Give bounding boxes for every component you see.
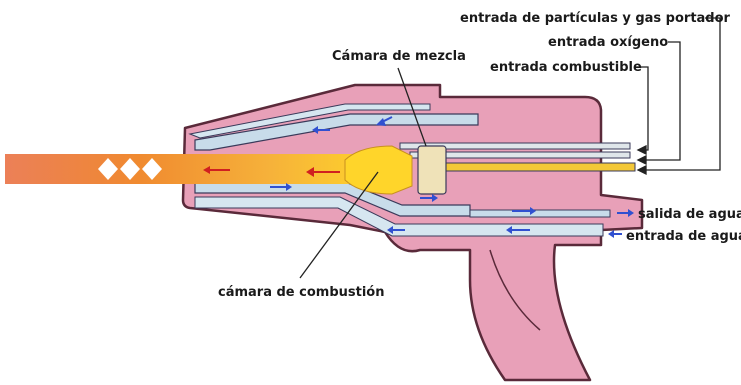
- label-mixing-chamber: Cámara de mezcla: [332, 49, 466, 64]
- mixing-chamber-block: [418, 146, 446, 194]
- water-outlet-tube: [470, 210, 610, 217]
- leader-oxygen: [640, 42, 680, 160]
- label-particles-gas-inlet: entrada de partículas y gas portador: [460, 11, 731, 26]
- fuel-tube: [420, 163, 635, 171]
- arrow-particles-gas: [638, 166, 646, 174]
- arrow-oxygen: [638, 156, 646, 164]
- exhaust-jet: [5, 154, 385, 184]
- combustion-chamber-blob: [345, 146, 412, 194]
- label-oxygen-inlet: entrada oxígeno: [548, 35, 668, 50]
- label-fuel-inlet: entrada combustible: [490, 60, 642, 75]
- leader-fuel: [634, 67, 648, 150]
- arrow-fuel: [638, 146, 646, 154]
- label-water-inlet: entrada de agua: [626, 229, 741, 244]
- water-arrow-icon: [608, 230, 622, 238]
- label-combustion-chamber: cámara de combustión: [218, 285, 385, 300]
- label-water-outlet: salida de agua: [638, 207, 741, 222]
